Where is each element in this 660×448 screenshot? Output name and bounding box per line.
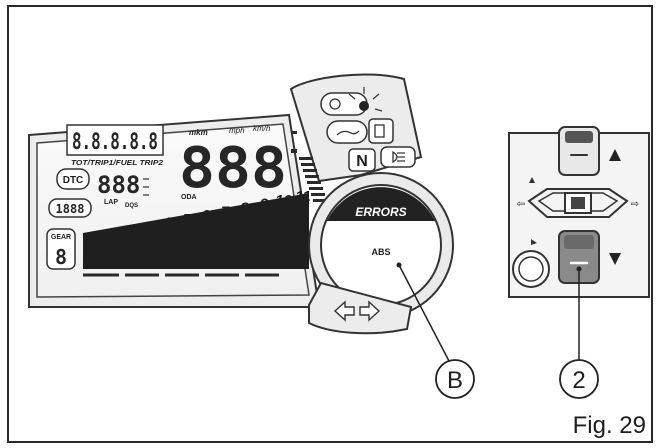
turn-signal-pod	[308, 281, 413, 335]
abs-label: ABS	[371, 247, 390, 257]
unit-mph: mph	[229, 126, 245, 135]
dqs-label: DQS	[125, 203, 138, 209]
errors-label: ERRORS	[355, 205, 406, 219]
callout-b: B	[435, 359, 475, 399]
unit-mkm: mkm	[189, 128, 208, 137]
flash-rays-icon	[348, 87, 383, 112]
lap-label: LAP	[104, 199, 118, 206]
unit-kmh: km/h	[253, 124, 271, 133]
dtc-label: DTC	[63, 175, 84, 186]
oda-label: ODA	[181, 194, 197, 201]
odometer-digits: 8.8.8.8.8	[72, 130, 158, 155]
right-arrow-icon: ⇨	[631, 199, 639, 210]
gear-digit: 8	[55, 245, 67, 269]
gear-indicator: GEAR 8	[46, 228, 76, 270]
right-turn-icon	[359, 300, 381, 322]
odometer-display: 8.8.8.8.8 TOT/TRIP1/FUEL TRIP2	[66, 124, 164, 167]
callout-2-label: 2	[572, 367, 585, 394]
errors-display: ERRORS ABS	[308, 172, 454, 318]
figure-caption: Fig. 29	[572, 412, 646, 439]
lamp-icon	[531, 239, 537, 245]
dtc-digits: 888	[97, 171, 140, 199]
dtc-indicator: DTC	[56, 168, 90, 190]
speed-digits: 888	[179, 136, 287, 201]
callout-b-leader	[398, 264, 450, 362]
gear-label: GEAR	[51, 234, 71, 241]
indicator-led-icon	[359, 101, 369, 111]
warning-light-cluster: N	[289, 73, 423, 183]
tachometer-bar	[83, 193, 309, 269]
neutral-label: N	[356, 153, 368, 170]
neutral-indicator	[348, 148, 376, 172]
trip-labels: TOT/TRIP1/FUEL TRIP2	[71, 160, 163, 167]
down-arrow-icon	[609, 253, 621, 265]
clock-digits: 1888	[56, 202, 85, 216]
small-up-icon	[529, 177, 535, 183]
instrument-panel-drawing: N 8.8.8.8.8 TOT/TRIP1/FUEL TRIP2 DTC	[28, 73, 650, 399]
callout-b-label: B	[447, 367, 463, 394]
callout-2: 2	[559, 359, 599, 399]
left-arrow-icon: ⇦	[517, 199, 525, 210]
switch-block: ⇦ ⇨	[508, 126, 650, 298]
dqs-arrows-icon	[143, 178, 149, 196]
fuel-icon	[368, 118, 394, 144]
clock-display: 1888	[48, 198, 92, 218]
left-turn-icon	[333, 300, 355, 322]
up-arrow-icon	[609, 149, 621, 161]
fuel-level-bars	[291, 131, 325, 202]
figure-frame: N 8.8.8.8.8 TOT/TRIP1/FUEL TRIP2 DTC	[7, 5, 653, 443]
